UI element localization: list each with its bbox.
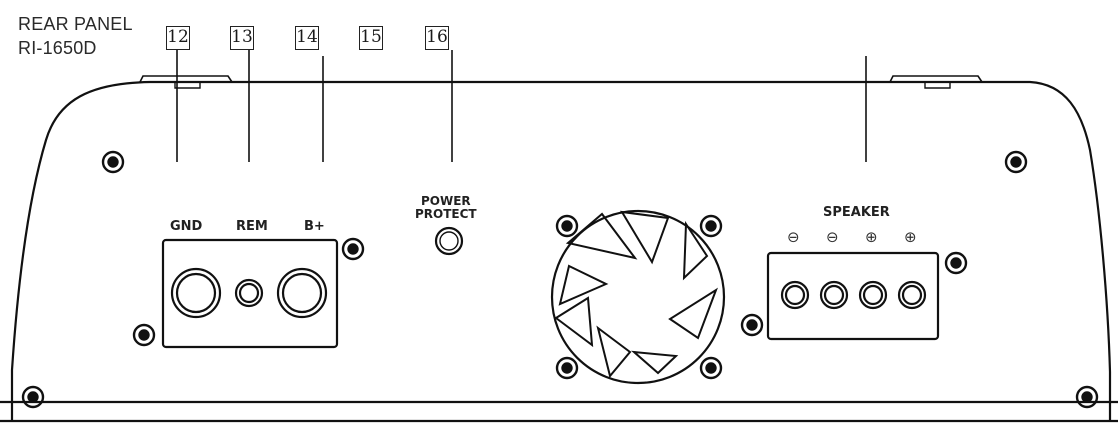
rem-terminal bbox=[234, 278, 264, 308]
speaker-symbol-3: ⊕ bbox=[865, 228, 878, 246]
callout-13: 13 bbox=[230, 26, 254, 50]
power-label: POWER bbox=[421, 194, 471, 208]
speaker-terminal-4 bbox=[897, 280, 927, 310]
speaker-label: SPEAKER bbox=[823, 205, 890, 220]
gnd-label: GND bbox=[170, 219, 203, 234]
protect-label: PROTECT bbox=[415, 207, 477, 221]
speaker-symbol-2: ⊖ bbox=[826, 228, 839, 246]
b-plus-label: B+ bbox=[304, 219, 325, 234]
fan-blades bbox=[554, 210, 718, 379]
top-clip-left bbox=[139, 75, 233, 83]
model-number: RI-1650D bbox=[18, 38, 97, 58]
power-protect-led bbox=[434, 226, 464, 256]
callout-12: 12 bbox=[166, 26, 190, 50]
speaker-terminal-block bbox=[766, 251, 940, 341]
gnd-terminal bbox=[170, 267, 222, 319]
b-plus-terminal bbox=[276, 267, 328, 319]
callout-16: 16 bbox=[425, 26, 449, 50]
callout-15: 15 bbox=[359, 26, 383, 50]
panel-title: REAR PANEL bbox=[18, 14, 133, 34]
chassis-outline bbox=[10, 80, 1112, 420]
speaker-terminal-3 bbox=[858, 280, 888, 310]
speaker-terminal-2 bbox=[819, 280, 849, 310]
rem-label: REM bbox=[236, 219, 268, 234]
cooling-fan bbox=[550, 209, 726, 385]
power-terminal-block bbox=[161, 238, 339, 349]
screws bbox=[21, 150, 1099, 409]
speaker-symbol-4: ⊕ bbox=[904, 228, 917, 246]
speaker-symbol-1: ⊖ bbox=[787, 228, 800, 246]
top-clip-right bbox=[889, 75, 983, 83]
speaker-terminal-1 bbox=[780, 280, 810, 310]
callout-14: 14 bbox=[295, 26, 319, 50]
